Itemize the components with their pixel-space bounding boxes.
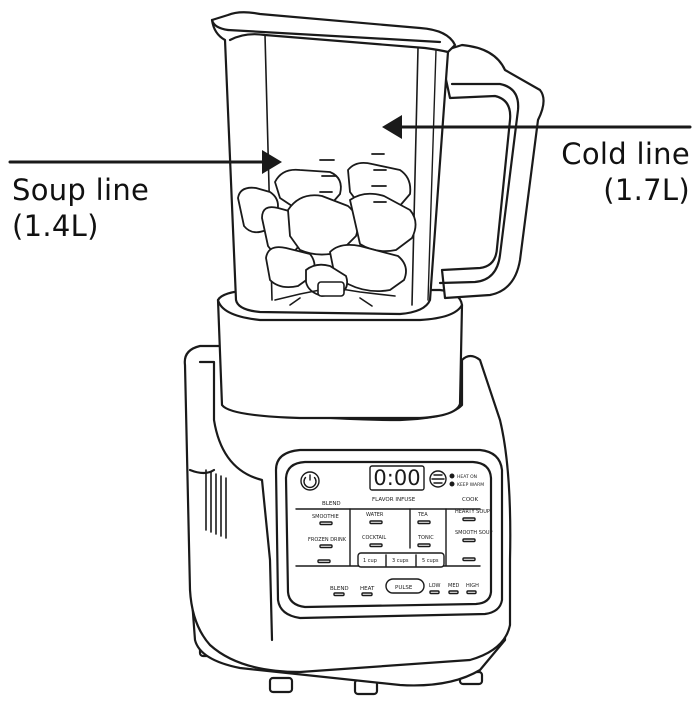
soup-line-volume: (1.4L)	[12, 209, 99, 243]
cup-option-5[interactable]: 5 cups	[422, 558, 439, 564]
section-flavor-infuse: FLAVOR INFUSE	[372, 497, 416, 503]
measurement-marks	[319, 153, 387, 203]
timer-display-text: 0:00	[373, 466, 420, 490]
button-blend[interactable]: BLEND	[330, 586, 349, 592]
program-smoothie[interactable]: SMOOTHIE	[312, 514, 339, 520]
cup-option-1[interactable]: 1 cup	[363, 558, 377, 564]
keep-warm-led-icon	[449, 481, 455, 487]
program-water[interactable]: WATER	[366, 512, 384, 518]
program-cocktail[interactable]: COCKTAIL	[362, 535, 386, 541]
timer-display	[369, 465, 425, 491]
program-tea[interactable]: TEA	[417, 512, 428, 518]
program-hearty-soup[interactable]: HEARTY SOUP	[455, 509, 490, 515]
pulse-button[interactable]	[385, 578, 425, 594]
soup-line-label: Soup line	[12, 173, 150, 207]
soup-line-arrow	[8, 150, 282, 174]
button-high[interactable]: HIGH	[466, 583, 479, 589]
button-med[interactable]: MED	[448, 583, 459, 589]
heat-on-label: HEAT ON	[457, 474, 477, 480]
soup-line-callout: Soup line (1.4L)	[12, 172, 149, 244]
keep-warm-label: KEEP WARM	[457, 482, 484, 488]
section-cook: COOK	[462, 497, 478, 503]
heat-on-led-icon	[449, 473, 455, 479]
program-smooth-soup[interactable]: SMOOTH SOUP	[455, 530, 493, 536]
power-icon	[303, 474, 317, 489]
cold-line-arrow	[382, 115, 692, 139]
program-tonic[interactable]: TONIC	[417, 535, 434, 541]
button-heat[interactable]: HEAT	[360, 586, 375, 592]
pitcher-handle	[438, 43, 545, 300]
cup-option-3[interactable]: 3 cups	[392, 558, 409, 564]
button-low[interactable]: LOW	[429, 583, 441, 589]
ice-cubes	[237, 161, 417, 297]
cold-line-volume: (1.7L)	[603, 173, 690, 207]
blade-assembly	[274, 281, 396, 307]
control-panel: 0:00 HEAT ON KEEP WARM BLEND FLAVOR INFU…	[295, 465, 493, 597]
program-frozen-drink[interactable]: FROZEN DRINK	[308, 537, 347, 543]
cold-line-callout: Cold line (1.7L)	[561, 136, 690, 208]
cold-line-label: Cold line	[561, 137, 690, 171]
button-pulse[interactable]: PULSE	[395, 585, 413, 591]
section-blend: BLEND	[322, 501, 341, 507]
